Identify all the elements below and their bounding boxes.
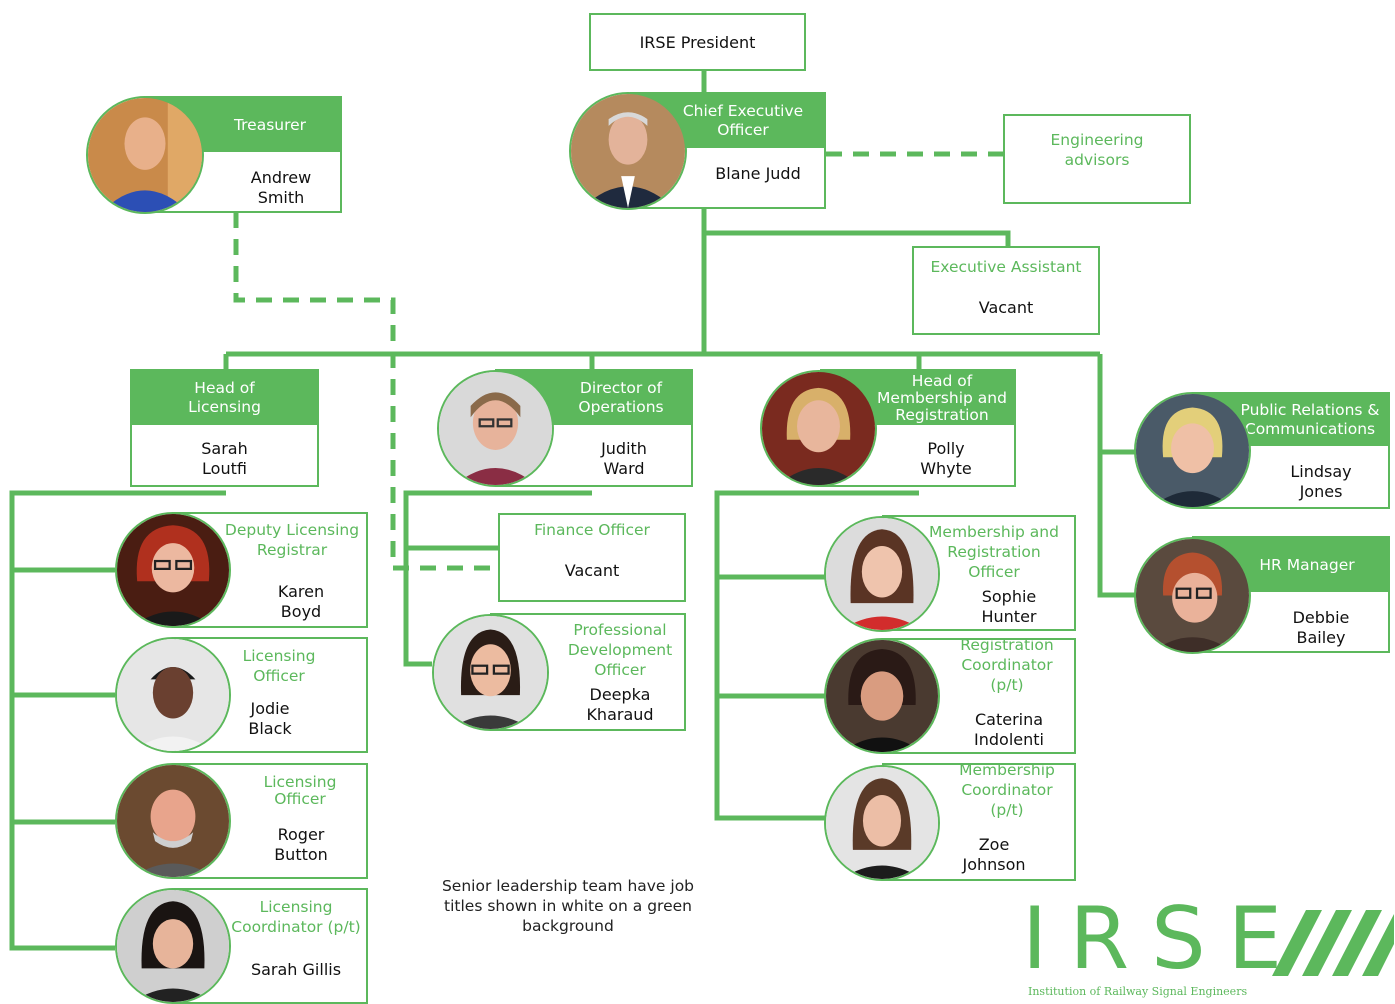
licensing-coordinator-photo: [115, 888, 231, 1004]
executive-assistant-title: Executive Assistant: [930, 258, 1082, 276]
licensing-officer-1-photo: [115, 637, 231, 753]
person-avatar-icon: [117, 514, 229, 626]
head-membership-name: Polly Whyte: [920, 439, 972, 478]
person-avatar-icon: [762, 372, 875, 485]
person-avatar-icon: [88, 98, 202, 212]
public-relations-name: Lindsay Jones: [1290, 462, 1352, 501]
finance-officer-name: Vacant: [564, 561, 620, 580]
person-avatar-icon: [117, 639, 229, 751]
engineering-advisors-title: Engineering advisors: [1050, 131, 1144, 169]
membership-officer-name: Sophie Hunter: [981, 587, 1037, 626]
head-membership-photo: [760, 370, 877, 487]
deputy-licensing-name: Karen Boyd: [277, 582, 325, 621]
person-avatar-icon: [826, 518, 938, 630]
legend-note: Senior leadership team have job titles s…: [441, 877, 695, 935]
person-avatar-icon: [1136, 539, 1249, 652]
president-box: IRSE President: [589, 13, 806, 71]
treasurer-name: Andrew Smith: [250, 168, 312, 207]
person-avatar-icon: [434, 616, 547, 729]
licensing-officer-1-name: Jodie Black: [248, 699, 292, 738]
licensing-officer-2-title: Licensing Officer: [263, 773, 337, 808]
head-licensing-name: Sarah Loutfi: [201, 439, 248, 478]
finance-officer-box: Finance Officer Vacant: [498, 513, 686, 602]
head-licensing-title: Head of Licensing: [132, 371, 317, 425]
membership-coordinator-title: Membership Coordinator (p/t): [959, 761, 1055, 819]
membership-coordinator-photo: [824, 765, 940, 881]
person-avatar-icon: [826, 767, 938, 879]
professional-development-name: Deepka Kharaud: [586, 685, 654, 724]
licensing-coordinator-name: Sarah Gillis: [250, 960, 342, 979]
membership-officer-title: Membership and Registration Officer: [929, 523, 1059, 581]
public-relations-photo: [1134, 392, 1251, 509]
director-operations-name: Judith Ward: [601, 439, 647, 478]
licensing-officer-2-name: Roger Button: [274, 825, 328, 864]
executive-assistant-box: Executive Assistant Vacant: [912, 246, 1100, 335]
ceo-name: Blane Judd: [715, 164, 801, 183]
registration-coordinator-photo: [824, 638, 940, 754]
person-avatar-icon: [439, 372, 552, 485]
person-avatar-icon: [117, 765, 229, 877]
registration-coordinator-title: Registration Coordinator (p/t): [960, 636, 1054, 694]
head-licensing-box: Head of Licensing Sarah Loutfi: [130, 369, 319, 487]
person-avatar-icon: [117, 890, 229, 1002]
licensing-officer-1-title: Licensing Officer: [242, 647, 316, 685]
head-membership-box: Head of Membership and Registration Poll…: [820, 369, 1016, 487]
registration-coordinator-name: Caterina Indolenti: [974, 710, 1044, 749]
deputy-licensing-photo: [115, 512, 231, 628]
membership-coordinator-name: Zoe Johnson: [962, 835, 1026, 874]
irse-logo-slashes-icon: [1272, 910, 1394, 976]
person-avatar-icon: [826, 640, 938, 752]
irse-logo-subtitle: Institution of Railway Signal Engineers: [1028, 985, 1248, 998]
licensing-coordinator-title: Licensing Coordinator (p/t): [231, 898, 361, 936]
professional-development-title: Professional Development Officer: [567, 621, 673, 679]
finance-officer-title: Finance Officer: [534, 521, 650, 539]
engineering-advisors-box: Engineering advisors: [1003, 114, 1191, 204]
hr-manager-photo: [1134, 537, 1251, 654]
deputy-licensing-title: Deputy Licensing Registrar: [224, 521, 360, 559]
person-avatar-icon: [1136, 394, 1249, 507]
ceo-photo: [569, 92, 687, 210]
hr-manager-name: Debbie Bailey: [1292, 608, 1350, 647]
executive-assistant-name: Vacant: [978, 298, 1034, 317]
president-title: IRSE President: [639, 33, 756, 52]
person-avatar-icon: [571, 94, 685, 208]
treasurer-photo: [86, 96, 204, 214]
irse-logo-letters: IRSE: [1022, 889, 1305, 989]
membership-officer-photo: [824, 516, 940, 632]
director-operations-photo: [437, 370, 554, 487]
licensing-officer-2-photo: [115, 763, 231, 879]
professional-development-photo: [432, 614, 549, 731]
